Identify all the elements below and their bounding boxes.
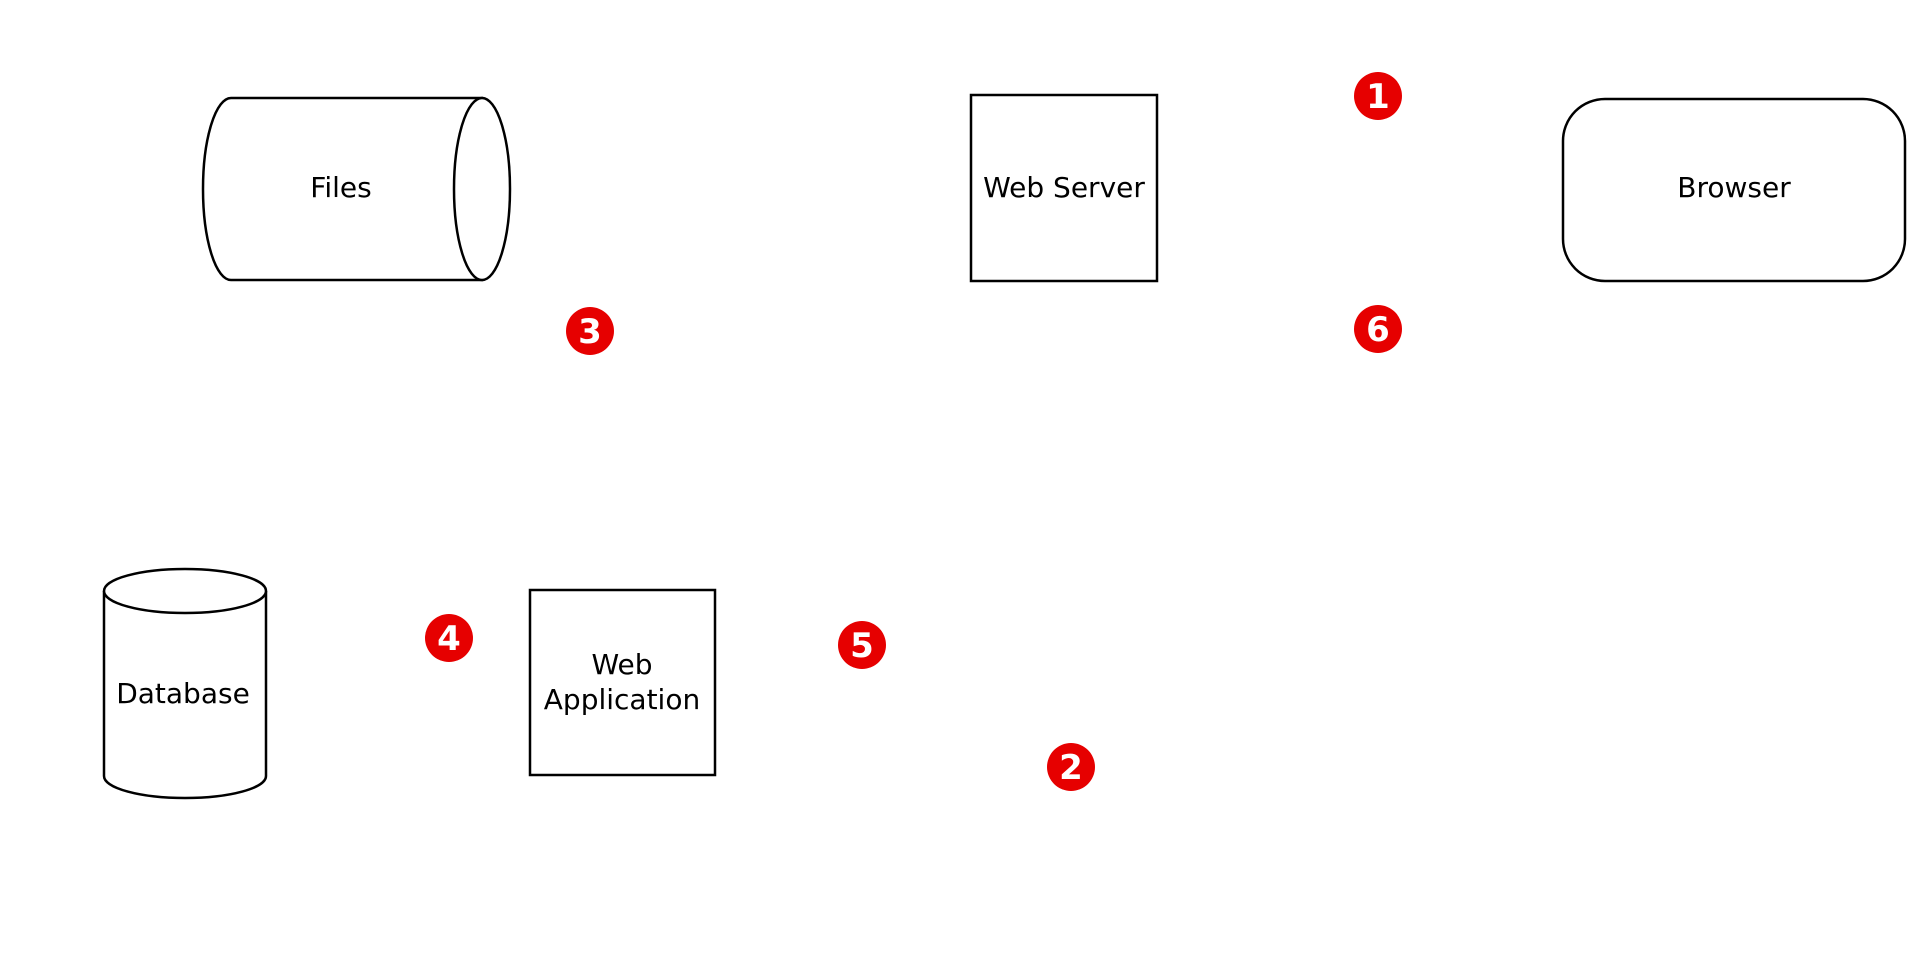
database-label: Database bbox=[116, 677, 250, 710]
step-marker-3: 3 bbox=[566, 307, 614, 355]
step-marker-5-number: 5 bbox=[850, 626, 874, 666]
web-server-box bbox=[969, 93, 1159, 283]
web-application-box bbox=[528, 588, 717, 777]
step-marker-6: 6 bbox=[1354, 305, 1402, 353]
step-marker-1: 1 bbox=[1354, 72, 1402, 120]
files-node: Files bbox=[201, 96, 512, 282]
step-marker-1-number: 1 bbox=[1366, 77, 1390, 117]
files-cylinder-body bbox=[201, 96, 484, 282]
database-cylinder-body bbox=[102, 591, 268, 800]
database-node: Database bbox=[102, 567, 268, 800]
step-marker-5: 5 bbox=[838, 621, 886, 669]
database-cylinder-top bbox=[102, 567, 268, 615]
web-application-label-line2: Application bbox=[544, 683, 700, 716]
step-marker-6-number: 6 bbox=[1366, 310, 1390, 350]
browser-label: Browser bbox=[1677, 171, 1791, 204]
web-application-label-line1: Web bbox=[591, 648, 652, 681]
browser-node: Browser bbox=[1561, 97, 1907, 283]
step-marker-3-number: 3 bbox=[578, 312, 602, 352]
step-marker-2-number: 2 bbox=[1059, 748, 1083, 788]
files-label: Files bbox=[310, 171, 371, 204]
step-marker-4-number: 4 bbox=[437, 619, 461, 659]
files-cylinder-end bbox=[452, 96, 512, 282]
browser-box bbox=[1561, 97, 1907, 283]
step-marker-2: 2 bbox=[1047, 743, 1095, 791]
web-server-node: Web Server bbox=[969, 93, 1159, 283]
step-marker-4: 4 bbox=[425, 614, 473, 662]
web-application-node: Web Application bbox=[528, 588, 717, 777]
web-server-label: Web Server bbox=[983, 171, 1145, 204]
